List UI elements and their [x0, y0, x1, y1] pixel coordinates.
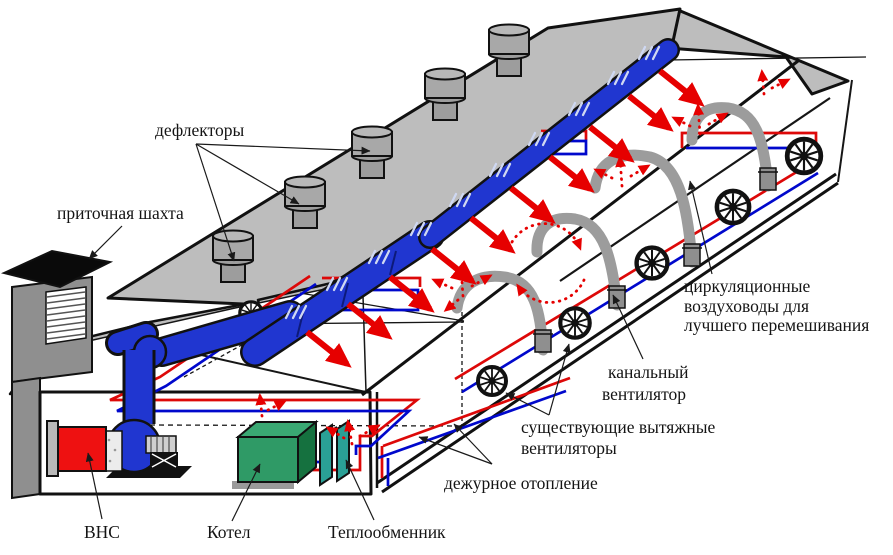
supply-shaft [0, 249, 114, 500]
exhaust-fan-icon [714, 188, 752, 226]
labels: дефлекторы приточная шахта ВНС Котел Теп… [57, 120, 869, 542]
circulation-duct [451, 270, 549, 356]
deflector [212, 229, 254, 283]
left-wall [11, 376, 41, 500]
exhaust-fan-icon [784, 136, 824, 176]
exhaust-fans [184, 136, 824, 397]
deflector [424, 67, 466, 121]
exhaust-fan-icon [558, 306, 592, 340]
swirl [757, 69, 791, 96]
label-boiler: Котел [207, 522, 251, 542]
swirl [255, 393, 287, 418]
circulation-duct [531, 212, 623, 311]
vns-flange [46, 420, 59, 477]
duct-fan-unit [758, 167, 778, 191]
label-duct-fan-line1: канальный [608, 362, 689, 382]
leader-lines [85, 143, 713, 522]
duct-fan-unit [682, 243, 702, 267]
exhaust-fan-icon [634, 245, 670, 281]
label-heat-exchanger: Теплообменник [328, 522, 446, 542]
label-existing-fans-line2: вентиляторы [521, 438, 617, 458]
air-circulation-arrows [255, 69, 791, 446]
label-duct-fan-line2: вентилятор [602, 384, 686, 404]
duct-fan-unit [533, 329, 553, 353]
label-circulation-line3: лучшего перемешивания [684, 315, 869, 335]
far-gable-wall [667, 56, 867, 183]
swirl [510, 222, 586, 304]
label-deflectors: дефлекторы [155, 120, 244, 140]
circulation-duct [686, 102, 774, 192]
label-standby-heating: дежурное отопление [444, 473, 598, 493]
label-circulation-line2: воздуховоды для [684, 296, 809, 316]
swirl [671, 103, 729, 136]
boiler-unit [232, 419, 319, 489]
supply-grilles [284, 45, 661, 320]
label-supply-shaft: приточная шахта [57, 203, 184, 223]
circulation-ducts [451, 102, 774, 356]
exhaust-fan-icon [476, 365, 508, 397]
label-vns: ВНС [84, 522, 120, 542]
supply-duct-assembly [105, 38, 705, 424]
swirl [593, 155, 651, 188]
supply-shaft-cap [0, 249, 114, 289]
deflector [284, 175, 326, 229]
label-existing-fans-line1: существующие вытяжные [521, 417, 716, 437]
vns-heater-unit [46, 418, 192, 478]
far-gable-roof-overhang [666, 8, 850, 96]
circulation-duct [589, 149, 698, 268]
vns-heater-body [55, 426, 107, 472]
deflector [488, 23, 530, 77]
deflector [351, 125, 393, 179]
deflectors-group [212, 23, 530, 283]
swirl [325, 419, 381, 446]
swirl [431, 265, 493, 312]
label-circulation-line1: циркуляционные [684, 276, 810, 296]
